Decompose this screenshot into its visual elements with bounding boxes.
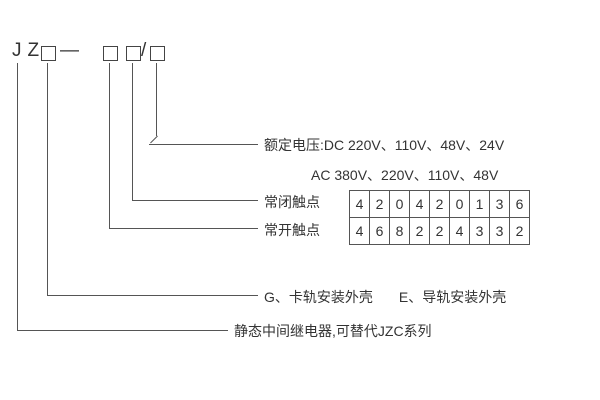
table-cell: 4	[349, 190, 370, 218]
table-cell: 2	[509, 217, 530, 245]
nc-contact-label: 常闭触点	[264, 194, 320, 210]
pointer-line-nc-contact-horizontal	[132, 200, 258, 201]
no-contact-label: 常开触点	[264, 222, 320, 238]
model-code-dash: —	[60, 40, 79, 61]
table-cell: 1	[469, 190, 490, 218]
model-code-box-nc-contact	[126, 46, 141, 61]
shell-options-row: G、卡轨安装外壳 E、导轨安装外壳	[264, 288, 506, 306]
model-code-prefix: JZ	[12, 40, 46, 61]
model-code-box-no-contact	[103, 46, 118, 61]
shell-option-e-label: E、导轨安装外壳	[398, 289, 507, 305]
table-cell: 2	[369, 190, 390, 218]
model-code-box-voltage	[150, 46, 165, 61]
table-cell: 4	[349, 217, 370, 245]
rated-voltage-ac-label: AC 380V、220V、110V、48V	[311, 167, 499, 183]
pointer-line-shell-horizontal	[47, 295, 258, 296]
pointer-line-no-contact-horizontal	[109, 228, 258, 229]
pointer-line-series-horizontal	[17, 330, 228, 331]
pointer-line-voltage-horizontal	[149, 144, 258, 145]
model-code-slash: /	[141, 40, 147, 61]
pointer-line-no-contact-vertical	[109, 63, 110, 228]
pointer-line-voltage-diagonal	[150, 135, 158, 144]
pointer-line-shell-vertical	[47, 63, 48, 295]
table-row-no: 4 6 8 2 2 4 3 3 2	[349, 217, 530, 245]
table-cell: 2	[429, 190, 450, 218]
table-cell: 2	[429, 217, 450, 245]
table-cell: 3	[489, 190, 510, 218]
pointer-line-nc-contact-vertical	[132, 63, 133, 200]
contact-count-table: 4 2 0 4 2 0 1 3 6 4 6 8 2 2 4 3 3 2	[349, 190, 530, 245]
rated-voltage-dc-label: 额定电压:DC 220V、110V、48V、24V	[264, 137, 505, 153]
pointer-line-series-vertical	[17, 63, 18, 330]
table-cell: 2	[409, 217, 430, 245]
table-cell: 8	[389, 217, 410, 245]
table-cell: 6	[369, 217, 390, 245]
pointer-line-voltage-vertical	[156, 63, 157, 136]
table-cell: 0	[389, 190, 410, 218]
table-cell: 6	[509, 190, 530, 218]
table-cell: 4	[449, 217, 470, 245]
shell-option-g-label: G、卡轨安装外壳	[264, 289, 373, 305]
table-cell: 3	[469, 217, 490, 245]
model-code-box-shell	[41, 46, 56, 61]
table-row-nc: 4 2 0 4 2 0 1 3 6	[349, 190, 530, 218]
table-cell: 0	[449, 190, 470, 218]
table-cell: 3	[489, 217, 510, 245]
series-description-label: 静态中间继电器,可替代JZC系列	[234, 323, 432, 339]
table-cell: 4	[409, 190, 430, 218]
